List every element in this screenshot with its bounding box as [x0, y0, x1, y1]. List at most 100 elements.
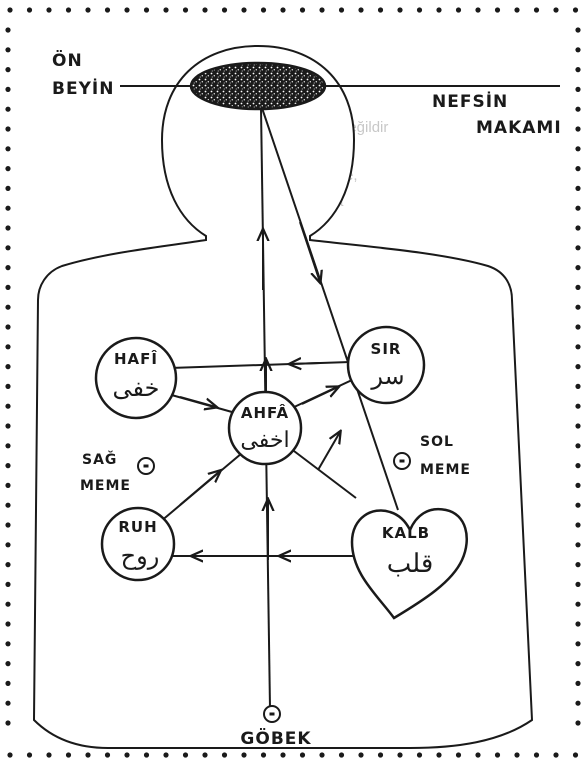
- border-dot: [358, 7, 363, 12]
- border-dot: [575, 186, 580, 191]
- border-dot: [5, 681, 10, 686]
- border-dot: [241, 752, 246, 757]
- border-dot: [163, 7, 168, 12]
- border-dot: [397, 752, 402, 757]
- brain-shape: [191, 63, 325, 109]
- border-dot: [5, 443, 10, 448]
- border-dot: [27, 752, 32, 757]
- border-dot: [514, 752, 519, 757]
- border-dot: [241, 7, 246, 12]
- border-dot: [105, 7, 110, 12]
- border-dot: [575, 641, 580, 646]
- border-dot: [5, 107, 10, 112]
- border-dot: [5, 720, 10, 725]
- border-dot: [575, 503, 580, 508]
- border-dot: [575, 522, 580, 527]
- sir-label: SIR: [371, 340, 402, 358]
- hafi-node: HAFÎ خفى: [96, 338, 176, 418]
- border-dot: [144, 7, 149, 12]
- border-dot: [397, 7, 402, 12]
- border-dot: [495, 752, 500, 757]
- border-dot: [553, 752, 558, 757]
- sag-meme-label: MEME: [80, 478, 131, 494]
- border-dot: [124, 752, 129, 757]
- border-dot: [575, 324, 580, 329]
- border-dot: [575, 344, 580, 349]
- border-dot: [575, 661, 580, 666]
- border-dot: [575, 166, 580, 171]
- border-dot: [5, 364, 10, 369]
- border-dot: [575, 225, 580, 230]
- border-dot: [300, 7, 305, 12]
- border-dot: [5, 186, 10, 191]
- border-dot: [280, 752, 285, 757]
- border-dot: [5, 265, 10, 270]
- border-dot: [575, 423, 580, 428]
- border-dot: [534, 752, 539, 757]
- border-dot: [575, 582, 580, 587]
- border-dot: [575, 206, 580, 211]
- border-dot: [475, 752, 480, 757]
- sol-meme-label: MEME: [420, 462, 471, 478]
- kalb-label: KALB: [382, 524, 430, 542]
- sol-label: SOL: [420, 434, 454, 450]
- border-dot: [456, 752, 461, 757]
- border-dot: [5, 324, 10, 329]
- border-dot: [319, 7, 324, 12]
- hafi-arabic: خفى: [113, 374, 160, 402]
- ruh-node: RUH روح: [102, 508, 174, 580]
- border-dot: [575, 483, 580, 488]
- border-dot: [575, 146, 580, 151]
- border-dot: [5, 582, 10, 587]
- border-dot: [5, 384, 10, 389]
- border-dot: [5, 166, 10, 171]
- border-dot: [5, 463, 10, 468]
- border-dot: [66, 752, 71, 757]
- border-dot: [5, 344, 10, 349]
- border-dot: [575, 285, 580, 290]
- border-dot: [575, 87, 580, 92]
- border-dot: [5, 67, 10, 72]
- border-dot: [573, 752, 578, 757]
- border-dot: [358, 752, 363, 757]
- border-dot: [575, 364, 580, 369]
- border-dot: [436, 7, 441, 12]
- border-dot: [575, 621, 580, 626]
- border-dot: [575, 305, 580, 310]
- border-dot: [27, 7, 32, 12]
- ruh-arabic: روح: [121, 542, 160, 570]
- border-dot: [5, 503, 10, 508]
- border-dot: [222, 7, 227, 12]
- border-dot: [575, 265, 580, 270]
- border-dot: [575, 67, 580, 72]
- border-dot: [553, 7, 558, 12]
- border-dot: [5, 305, 10, 310]
- border-dot: [202, 7, 207, 12]
- border-dot: [202, 752, 207, 757]
- border-dot: [575, 562, 580, 567]
- arrow-sir-hafi: [290, 363, 320, 364]
- border-dot: [5, 404, 10, 409]
- border-dot: [85, 752, 90, 757]
- border-dot: [575, 681, 580, 686]
- border-dot: [5, 542, 10, 547]
- border-dot: [5, 285, 10, 290]
- hafi-label: HAFÎ: [114, 349, 158, 368]
- makami-label: MAKAMI: [476, 118, 562, 138]
- border-dot: [5, 206, 10, 211]
- border-dot: [5, 27, 10, 32]
- border-dot: [124, 7, 129, 12]
- border-dot: [144, 752, 149, 757]
- border-dot: [319, 752, 324, 757]
- sir-arabic: سر: [370, 362, 404, 390]
- border-dot: [339, 7, 344, 12]
- border-dot: [575, 107, 580, 112]
- border-dot: [5, 661, 10, 666]
- border-dot: [5, 126, 10, 131]
- border-dot: [183, 7, 188, 12]
- border-dot: [5, 602, 10, 607]
- border-dot: [575, 27, 580, 32]
- border-dot: [575, 404, 580, 409]
- border-dot: [534, 7, 539, 12]
